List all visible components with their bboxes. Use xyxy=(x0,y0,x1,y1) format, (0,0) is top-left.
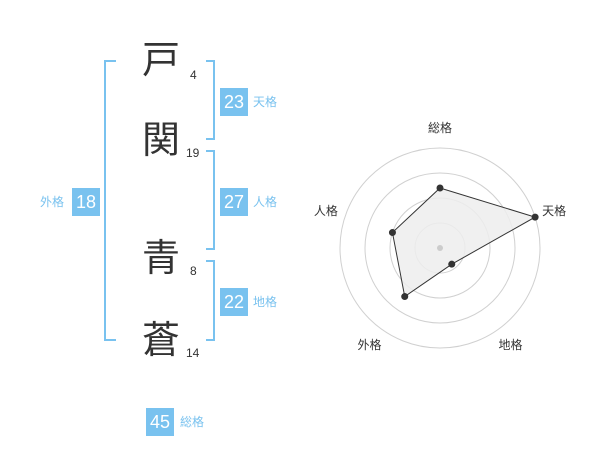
radar-axis-label: 外格 xyxy=(357,337,381,352)
radar-point-2 xyxy=(531,213,539,221)
radar-grid-ring xyxy=(339,147,541,349)
name-char-3: 青 xyxy=(141,236,180,280)
radar-axis-label: 人格 xyxy=(314,203,338,218)
jin-bracket xyxy=(206,150,215,250)
jin-label: 人格 xyxy=(253,195,278,209)
gai-value-badge: 18 xyxy=(72,188,100,216)
jin-value-badge: 27 xyxy=(220,188,248,216)
stroke-count-1: 4 xyxy=(190,68,197,82)
outer-bracket xyxy=(104,60,116,341)
ten-bracket xyxy=(206,60,215,140)
radar-series-area xyxy=(391,187,537,298)
radar-axis-label: 地格 xyxy=(498,337,522,352)
stroke-count-4: 14 xyxy=(186,346,200,360)
stroke-count-2: 19 xyxy=(186,146,200,160)
chi-label: 地格 xyxy=(253,295,278,309)
radar-center-point xyxy=(437,245,443,251)
chi-bracket xyxy=(206,260,215,341)
radar-point-5 xyxy=(388,229,396,237)
name-char-1: 戸 xyxy=(141,38,180,82)
chi-value-badge: 22 xyxy=(220,288,248,316)
radar-point-1 xyxy=(436,184,444,192)
gai-label: 外格 xyxy=(40,195,65,209)
radar-point-4 xyxy=(401,293,409,301)
ten-value-badge: 23 xyxy=(220,88,248,116)
radar-axis-label: 天格 xyxy=(542,203,566,218)
name-char-4: 蒼 xyxy=(141,318,180,362)
ten-label: 天格 xyxy=(253,95,278,109)
radar-grid-ring xyxy=(364,172,516,324)
total-value-badge: 45 xyxy=(146,408,174,436)
radar-point-3 xyxy=(448,260,456,268)
radar-axis-label: 総格 xyxy=(428,120,452,135)
stroke-count-3: 8 xyxy=(190,264,197,278)
name-char-2: 関 xyxy=(141,118,180,162)
total-label: 総格 xyxy=(180,415,205,429)
